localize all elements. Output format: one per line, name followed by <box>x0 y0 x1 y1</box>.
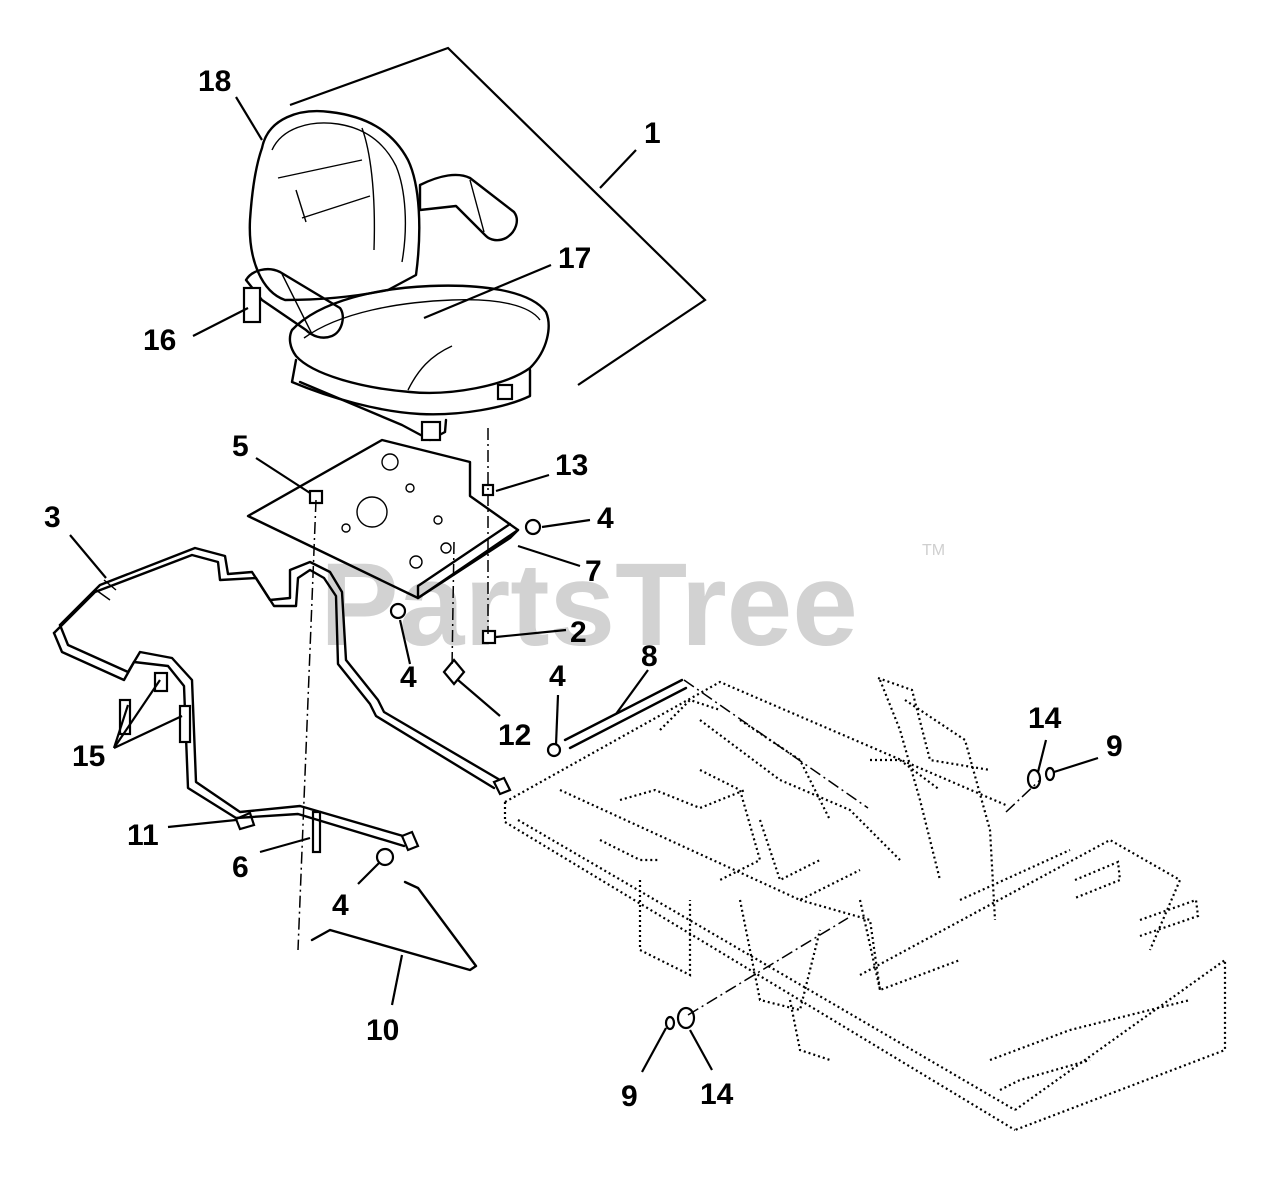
callout-6: 6 <box>232 851 249 884</box>
seat-assembly-bracket <box>289 46 707 386</box>
hardware <box>234 483 1056 1031</box>
seat <box>242 110 550 442</box>
callout-4: 4 <box>549 660 566 693</box>
leader-lines <box>69 96 1099 1073</box>
callout-17: 17 <box>558 242 591 275</box>
seat-mounting-plate <box>246 438 520 600</box>
rod <box>563 678 688 750</box>
callout-15: 15 <box>72 740 105 773</box>
callout-4: 4 <box>597 502 614 535</box>
seat-tube-frame <box>52 546 512 852</box>
callout-13: 13 <box>555 449 588 482</box>
callout-1: 1 <box>644 117 661 150</box>
mower-chassis <box>503 676 1227 1132</box>
callout-16: 16 <box>143 324 176 357</box>
bent-rod <box>310 880 478 972</box>
clips <box>118 671 192 744</box>
callout-9: 9 <box>621 1080 638 1113</box>
callout-11: 11 <box>127 819 159 852</box>
callout-5: 5 <box>232 430 249 463</box>
callout-4: 4 <box>332 889 349 922</box>
callout-14: 14 <box>1028 702 1062 735</box>
callout-9: 9 <box>1106 730 1123 763</box>
callout-12: 12 <box>498 719 531 752</box>
callout-14: 14 <box>700 1078 734 1111</box>
callout-2: 2 <box>570 616 587 649</box>
callout-7: 7 <box>585 555 602 588</box>
callout-10: 10 <box>366 1014 399 1047</box>
watermark-trademark: TM <box>922 542 945 559</box>
callout-labels: 1 2 3 4 4 4 4 5 6 7 8 9 9 10 11 12 13 14… <box>44 65 1123 1113</box>
callout-4: 4 <box>400 661 417 694</box>
callout-3: 3 <box>44 501 61 534</box>
callout-18: 18 <box>198 65 231 98</box>
callout-8: 8 <box>641 640 658 673</box>
assembly-centerlines <box>297 428 1041 1016</box>
